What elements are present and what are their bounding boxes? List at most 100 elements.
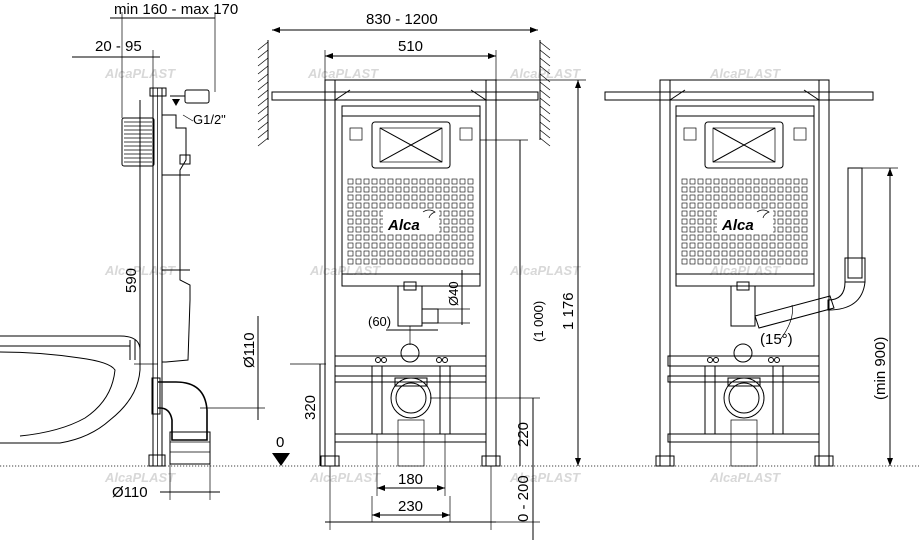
grid-cell (801, 210, 808, 217)
dim-offset-60: (60) (368, 314, 391, 329)
grid-cell (745, 202, 752, 209)
bolt (375, 357, 381, 363)
grid-cell (761, 242, 768, 249)
grid-cell (395, 242, 402, 249)
hatch-line (257, 57, 269, 67)
dim-pipe-110-side: Ø110 (241, 332, 258, 368)
grid-cell (395, 194, 402, 201)
grid-cell (411, 258, 418, 265)
brand-logo: Alca (387, 217, 420, 234)
bolt (774, 357, 780, 363)
grid-cell (435, 234, 442, 241)
grid-cell (451, 186, 458, 193)
grid-cell (443, 218, 450, 225)
grid-cell (705, 194, 712, 201)
grid-cell (427, 234, 434, 241)
grid-cell (745, 258, 752, 265)
top-brace (334, 89, 351, 101)
grid-cell (777, 218, 784, 225)
grid-cell (689, 226, 696, 233)
grid-cell (793, 186, 800, 193)
drain-collar (151, 377, 161, 415)
grid-cell (371, 234, 378, 241)
hatch-line (257, 81, 269, 91)
drain-socket (169, 431, 211, 465)
grid-cell (379, 194, 386, 201)
grid-cell (681, 226, 688, 233)
grid-cell (705, 218, 712, 225)
grid-cell (769, 258, 776, 265)
wall-hatch-right (539, 40, 551, 147)
grid-cell (705, 202, 712, 209)
grid-cell (427, 178, 434, 185)
inspection-opening-r (704, 121, 784, 169)
grid-cell (435, 194, 442, 201)
grid-cell (785, 234, 792, 241)
hatch-line (539, 49, 551, 59)
flush-outlet-r (733, 343, 753, 363)
grid-cell (451, 226, 458, 233)
grid-cell (785, 258, 792, 265)
flush-outlet (400, 343, 420, 363)
grid-cell (697, 210, 704, 217)
zero-level-marker (272, 453, 290, 466)
grid-cell (411, 194, 418, 201)
grid-cell (403, 178, 410, 185)
grid-cell (777, 178, 784, 185)
bowl-bracket-left-r (704, 365, 716, 435)
grid-cell (793, 210, 800, 217)
grid-cell (681, 178, 688, 185)
grid-cell (761, 250, 768, 257)
foot-right-r (814, 455, 834, 467)
grid-cell (355, 234, 362, 241)
hatch-line (539, 137, 551, 147)
drain-outer-r (723, 377, 765, 419)
grid-cell (681, 218, 688, 225)
grid-cell (705, 250, 712, 257)
watermark: AlcaPLAST (709, 66, 781, 81)
grid-cell (419, 250, 426, 257)
grid-cell (347, 226, 354, 233)
grid-cell (459, 210, 466, 217)
hatch-line (539, 81, 551, 91)
side-fitting (349, 127, 363, 141)
hatch-line (257, 97, 269, 107)
grid-cell (801, 194, 808, 201)
dim-height-220: 220 (515, 422, 532, 447)
grid-cell (459, 178, 466, 185)
grid-cell (753, 234, 760, 241)
watermark: AlcaPLAST (709, 470, 781, 485)
grid-cell (689, 210, 696, 217)
grid-cell (689, 194, 696, 201)
grid-cell (705, 226, 712, 233)
grid-cell (363, 210, 370, 217)
grid-cell (443, 210, 450, 217)
grid-cell (745, 194, 752, 201)
grid-cell (347, 258, 354, 265)
grid-cell (467, 218, 474, 225)
flush-pipe (397, 285, 423, 327)
grid-cell (347, 202, 354, 209)
grid-cell (681, 242, 688, 249)
grid-cell (379, 242, 386, 249)
grid-cell (355, 186, 362, 193)
grid-cell (411, 178, 418, 185)
opening-inner (379, 127, 443, 163)
grid-cell (403, 250, 410, 257)
grid-cell (737, 242, 744, 249)
grid-cell (681, 202, 688, 209)
grid-cell (713, 202, 720, 209)
grid-cell (721, 186, 728, 193)
grid-cell (761, 258, 768, 265)
crossbar-lower-r (667, 433, 820, 443)
grid-cell (777, 210, 784, 217)
grid-cell (793, 250, 800, 257)
grid-cell (737, 202, 744, 209)
grid-cell (793, 258, 800, 265)
frame-post-left-r (659, 79, 671, 467)
dim-min-900: (min 900) (872, 337, 889, 400)
grid-cell (451, 242, 458, 249)
grid-cell (697, 242, 704, 249)
grid-cell (443, 242, 450, 249)
grid-cell (379, 250, 386, 257)
